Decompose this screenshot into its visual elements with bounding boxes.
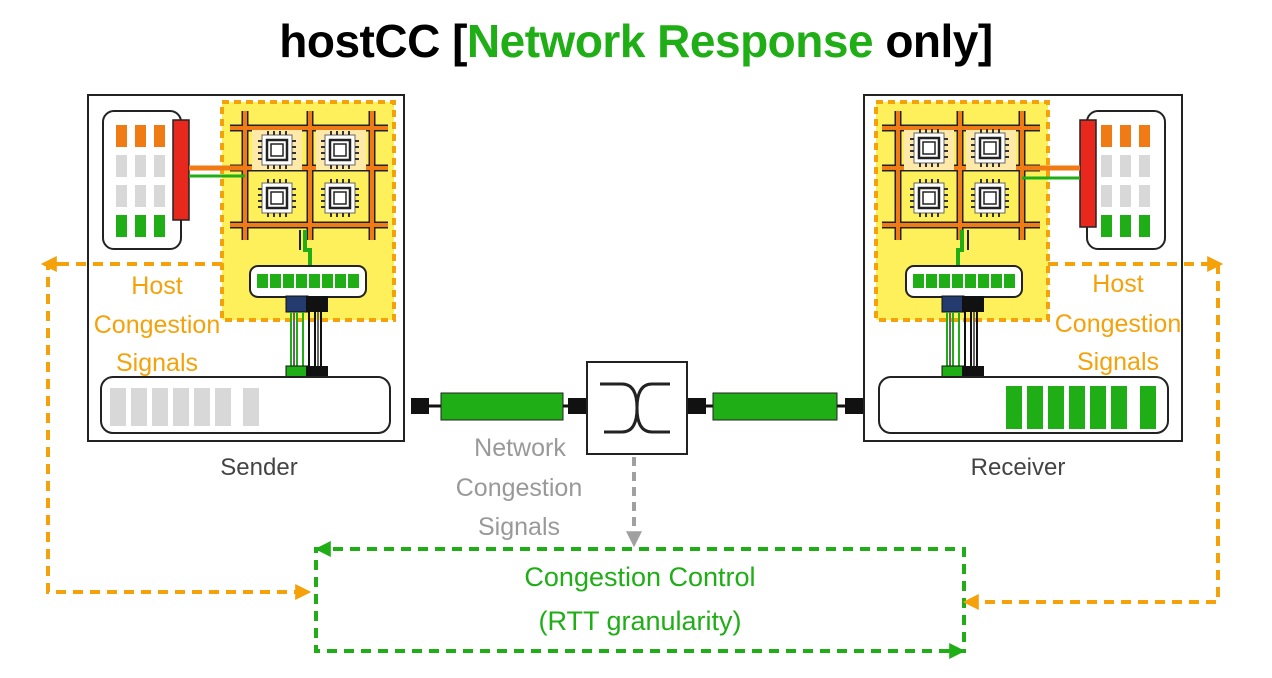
chip-icon (256, 177, 298, 219)
receiver-memory (1086, 110, 1166, 250)
receiver-cpu-cores (904, 127, 1016, 219)
sender-nic (100, 376, 391, 434)
switch (586, 361, 688, 455)
sender-host (87, 94, 405, 442)
sender-label: Sender (220, 454, 297, 481)
receiver-signal-line-3: Signals (1077, 348, 1159, 376)
sender-host-signals-label: Host Congestion Signals (94, 272, 220, 377)
sender-memory (102, 110, 182, 250)
receiver-signal-line-1: Host (1092, 270, 1143, 298)
receiver-io-buffer (905, 265, 1023, 298)
sender-feedback-loop (40, 256, 312, 600)
network-congestion-signals-label: Network Congestion Signals (456, 434, 582, 541)
network-signal-line-3: Signals (478, 513, 560, 541)
network-link (411, 361, 863, 455)
sender-memory-controller (172, 119, 190, 221)
receiver-nic (878, 376, 1169, 434)
chip-icon (256, 129, 298, 171)
title-part-1: hostCC [ (279, 15, 467, 67)
congestion-control-box: Congestion Control (RTT granularity) (314, 541, 966, 659)
chip-icon (908, 177, 950, 219)
congestion-control-line-2: (RTT granularity) (538, 606, 741, 636)
sender-cpu-cores (252, 129, 366, 219)
receiver-memory-controller (1079, 119, 1097, 228)
network-signal-line-1: Network (474, 434, 566, 462)
receiver-feedback-loop (962, 256, 1224, 610)
receiver-label: Receiver (971, 454, 1066, 481)
congestion-control-line-1: Congestion Control (524, 562, 755, 592)
diagram-title: hostCC [Network Response only] (0, 14, 1272, 68)
receiver-host (863, 94, 1183, 442)
chip-icon (969, 177, 1011, 219)
sender-signal-line-3: Signals (116, 349, 198, 377)
chip-icon (969, 127, 1011, 169)
chip-icon (319, 129, 361, 171)
chip-icon (908, 127, 950, 169)
receiver-signal-line-2: Congestion (1055, 310, 1181, 338)
sender-io-buffer (249, 265, 367, 298)
network-signal-line-2: Congestion (456, 474, 582, 502)
chip-icon (319, 177, 361, 219)
sender-signal-line-1: Host (131, 272, 182, 300)
sender-signal-line-2: Congestion (94, 311, 220, 339)
title-highlight: Network Response (466, 15, 874, 67)
receiver-host-signals-label: Host Congestion Signals (1055, 270, 1181, 376)
title-part-2: only] (873, 15, 993, 67)
